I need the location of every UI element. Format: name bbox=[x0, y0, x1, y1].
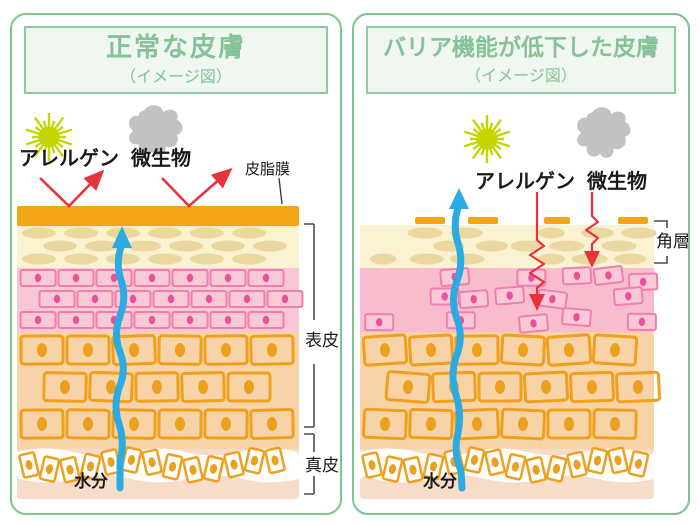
microbe-label: 微生物 bbox=[586, 169, 647, 193]
allergen-deflected-arrow bbox=[39, 169, 105, 208]
panel-subtitle: （イメージ図） bbox=[120, 69, 232, 87]
normal-skin-panel: 正常な皮膚 （イメージ図） bbox=[10, 13, 342, 515]
microbe-blob-icon bbox=[577, 107, 631, 158]
normal-skin-diagram: 水分 アレルゲン 微生物 皮脂膜 表皮 真皮 bbox=[17, 105, 339, 499]
corneum-label: 角層 bbox=[656, 232, 688, 251]
sebum-layer bbox=[17, 206, 299, 226]
damaged-skin-panel: バリア機能が低下した皮膚 （イメージ図） bbox=[352, 13, 690, 515]
corneum-cells bbox=[369, 227, 657, 265]
granular-cells bbox=[19, 269, 304, 329]
panel-title: 正常な皮膚 bbox=[105, 31, 246, 62]
microbe-penetrating-arrow bbox=[584, 192, 600, 268]
epidermis-label: 表皮 bbox=[305, 331, 339, 350]
dermis-bracket bbox=[304, 433, 315, 495]
panel-title: バリア機能が低下した皮膚 bbox=[383, 34, 659, 61]
allergen-label: アレルゲン bbox=[19, 147, 119, 170]
spinous-cells bbox=[19, 333, 295, 440]
damaged-skin-title-box: バリア機能が低下した皮膚 （イメージ図） bbox=[366, 26, 676, 94]
spinous-cells bbox=[361, 333, 661, 441]
sebum-label-connector bbox=[278, 177, 283, 205]
allergen-starburst-icon bbox=[25, 113, 73, 161]
skin-layers bbox=[360, 217, 661, 499]
moisture-arrow bbox=[449, 188, 469, 492]
basal-cells bbox=[361, 446, 650, 484]
corneum-cells bbox=[22, 227, 287, 265]
sebum-film-label: 皮脂膜 bbox=[245, 161, 290, 178]
allergen-penetrating-arrow bbox=[528, 192, 546, 311]
allergen-starburst-icon bbox=[463, 115, 511, 163]
allergen-label: アレルゲン bbox=[475, 170, 575, 193]
broken-sebum-patches bbox=[415, 217, 648, 224]
dermis-label: 真皮 bbox=[305, 456, 339, 475]
moisture-arrow bbox=[112, 226, 132, 492]
moisture-label: 水分 bbox=[74, 471, 108, 491]
microbe-label: 微生物 bbox=[130, 146, 191, 170]
damaged-skin-diagram: 水分 アレルゲン 微生物 角層 bbox=[360, 107, 688, 499]
basal-cells bbox=[18, 446, 286, 484]
panel-subtitle: （イメージ図） bbox=[465, 67, 577, 85]
skin-layers bbox=[17, 206, 304, 499]
normal-skin-title-box: 正常な皮膚 （イメージ図） bbox=[24, 26, 328, 94]
microbe-blob-icon bbox=[129, 105, 183, 156]
epidermis-bracket bbox=[304, 223, 315, 428]
microbe-deflected-arrow bbox=[161, 167, 233, 208]
moisture-label: 水分 bbox=[423, 471, 457, 491]
corneum-bracket bbox=[654, 220, 668, 264]
